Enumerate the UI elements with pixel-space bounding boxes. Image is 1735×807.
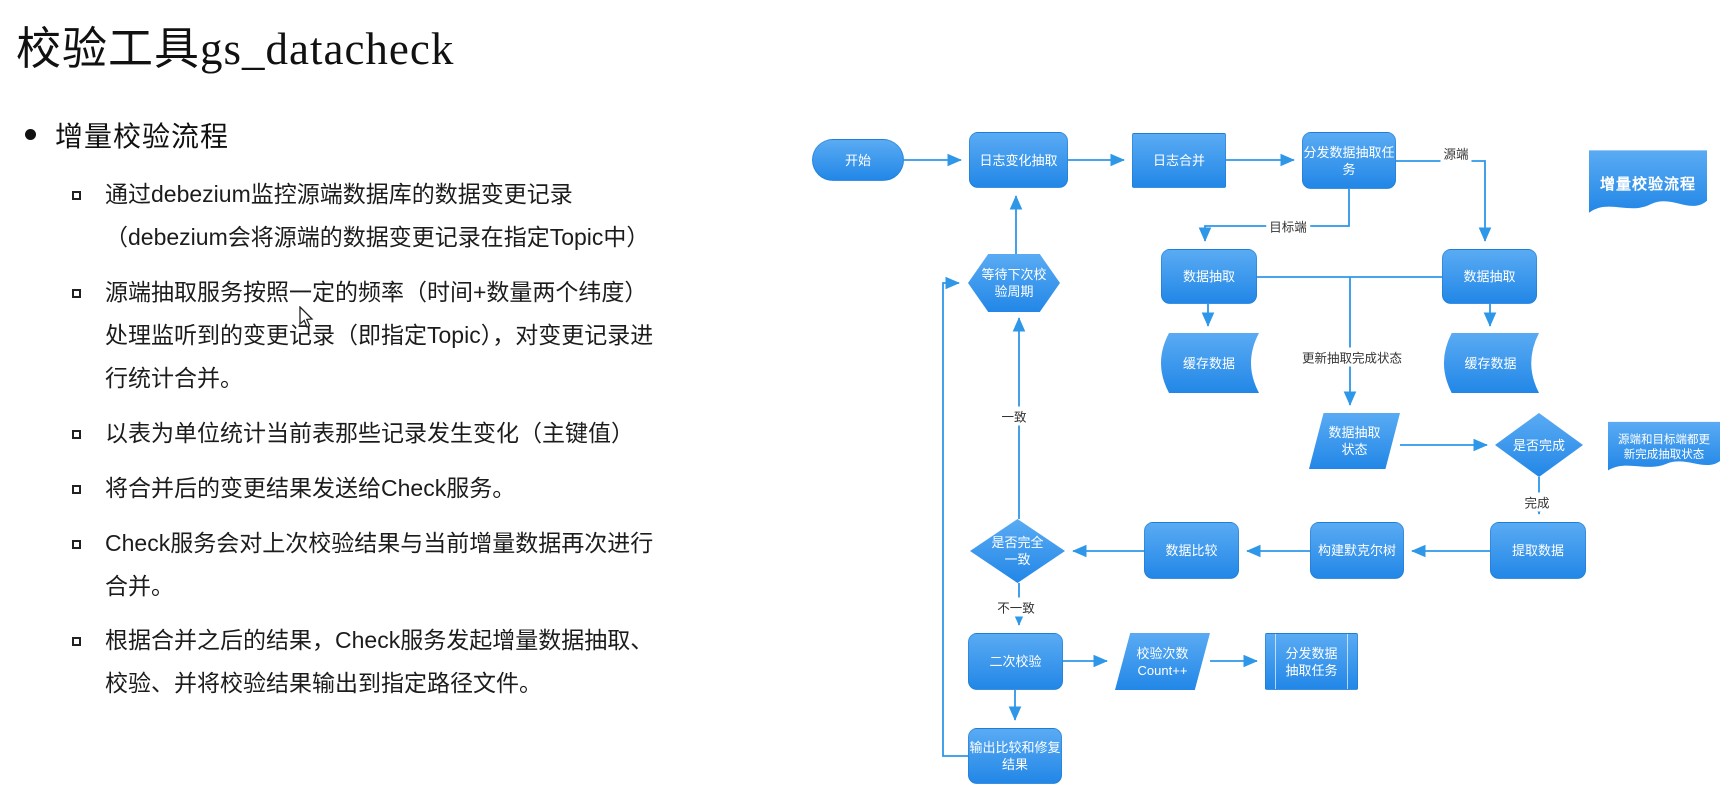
node-build-merkle-tree: 构建默克尔树: [1310, 522, 1404, 579]
list-item-line: 根据合并之后的结果，Check服务发起增量数据抽取、: [105, 627, 654, 653]
list-item: 根据合并之后的结果，Check服务发起增量数据抽取、 校验、并将校验结果输出到指…: [105, 619, 745, 705]
list-item: 源端抽取服务按照一定的频率（时间+数量两个纬度） 处理监听到的变更记录（即指定T…: [105, 271, 745, 400]
square-bullet-icon: [72, 191, 81, 200]
node-label: 等待下次校 验周期: [981, 267, 1047, 299]
stored-data-shape-icon: [1161, 333, 1259, 393]
mouse-cursor-icon: [299, 306, 314, 328]
node-label: 构建默克尔树: [1317, 543, 1396, 558]
node-check-count-increment: 校验次数 Count++: [1115, 633, 1210, 690]
square-bullet-icon: [72, 289, 81, 298]
stored-data-shape-icon: [1443, 333, 1539, 393]
list-item-line: 合并。: [105, 573, 174, 599]
node-label: 是否完全 一致: [991, 535, 1044, 567]
node-extract-status: 数据抽取 状态: [1309, 413, 1400, 469]
node-label: 校验次数 Count++: [1136, 645, 1189, 678]
edge-label-inconsistent: 不一致: [994, 597, 1038, 617]
node-label: 开始: [844, 152, 871, 168]
list-item-line: Check服务会对上次校验结果与当前增量数据再次进行: [105, 530, 654, 556]
list-item-line: 行统计合并。: [105, 365, 243, 391]
node-label: 分发数据抽取任 务: [1303, 144, 1395, 177]
node-label: 日志合并: [1152, 153, 1205, 168]
node-label: 缓存数据: [1182, 355, 1235, 371]
node-cache-data-source: 缓存数据: [1442, 333, 1539, 393]
section-heading: 增量校验流程: [55, 122, 230, 153]
node-log-change-extract: 日志变化抽取: [969, 132, 1068, 188]
node-start: 开始: [812, 139, 904, 181]
node-label: 输出比较和修复 结果: [969, 740, 1061, 772]
node-label: 二次校验: [989, 654, 1042, 669]
bullet-dot-icon: [25, 129, 36, 140]
node-label: 数据抽取: [1182, 269, 1235, 284]
list-item: 将合并后的变更结果发送给Check服务。: [105, 467, 745, 510]
list-item-line: 以表为单位统计当前表那些记录发生变化（主键值）: [105, 420, 634, 446]
node-label: 数据抽取: [1463, 269, 1516, 284]
edge-label-source-side: 源端: [1440, 143, 1472, 163]
wave-flag-shape-icon: [1589, 150, 1707, 213]
node-label: 分发数据 抽取任务: [1285, 645, 1338, 678]
square-bullet-icon: [72, 430, 81, 439]
node-data-extract-source: 数据抽取: [1442, 249, 1537, 304]
node-log-merge: 日志合并: [1132, 133, 1226, 188]
node-label: 是否完成: [1512, 437, 1565, 453]
node-dispatch-extract-task-bottom: 分发数据 抽取任务: [1265, 633, 1358, 690]
incremental-check-ribbon: 增量校验流程: [1589, 148, 1707, 220]
edge-label-done: 完成: [1521, 492, 1553, 512]
node-fetch-data: 提取数据: [1490, 522, 1586, 579]
node-wait-next-cycle: 等待下次校 验周期: [968, 254, 1060, 312]
node-label: 增量校验流程: [1599, 175, 1696, 193]
node-label: 提取数据: [1511, 543, 1564, 558]
list-item: 通过debezium监控源端数据库的数据变更记录 （debezium会将源端的数…: [105, 173, 745, 259]
list-item: Check服务会对上次校验结果与当前增量数据再次进行 合并。: [105, 522, 745, 608]
wave-flag-shape-icon: [1608, 421, 1720, 471]
square-bullet-icon: [72, 540, 81, 549]
node-cache-data-target: 缓存数据: [1159, 333, 1259, 393]
list-item-line: （debezium会将源端的数据变更记录在指定Topic中）: [105, 224, 650, 250]
edge-label-target-side: 目标端: [1266, 216, 1310, 236]
page-title: 校验工具gs_datacheck: [16, 24, 455, 74]
node-label: 数据抽取 状态: [1328, 425, 1381, 457]
list-item-line: 将合并后的变更结果发送给Check服务。: [105, 475, 516, 501]
square-bullet-icon: [72, 485, 81, 494]
node-label: 源端和目标端都更 新完成抽取状态: [1618, 434, 1710, 461]
list-item: 以表为单位统计当前表那些记录发生变化（主键值）: [105, 412, 745, 455]
node-data-compare: 数据比较: [1144, 522, 1239, 579]
list-item-line: 源端抽取服务按照一定的频率（时间+数量两个纬度）: [105, 279, 648, 305]
square-bullet-icon: [72, 637, 81, 646]
node-label: 数据比较: [1165, 543, 1218, 558]
node-dispatch-extract-task: 分发数据抽取任 务: [1302, 132, 1396, 189]
edge-label-update-status: 更新抽取完成状态: [1298, 347, 1406, 367]
node-recheck: 二次校验: [968, 633, 1063, 690]
list-item-line: 校验、并将校验结果输出到指定路径文件。: [105, 670, 542, 696]
node-label: 缓存数据: [1464, 355, 1517, 371]
edge-label-consistent: 一致: [998, 406, 1030, 426]
node-side-note: 源端和目标端都更 新完成抽取状态: [1608, 420, 1720, 476]
list-item-line: 处理监听到的变更记录（即指定Topic），对变更记录进: [105, 322, 654, 348]
node-output-compare-repair-result: 输出比较和修复 结果: [968, 728, 1062, 784]
node-label: 日志变化抽取: [979, 152, 1058, 168]
node-data-extract-target: 数据抽取: [1161, 249, 1257, 304]
list-item-line: 通过debezium监控源端数据库的数据变更记录: [105, 181, 573, 207]
